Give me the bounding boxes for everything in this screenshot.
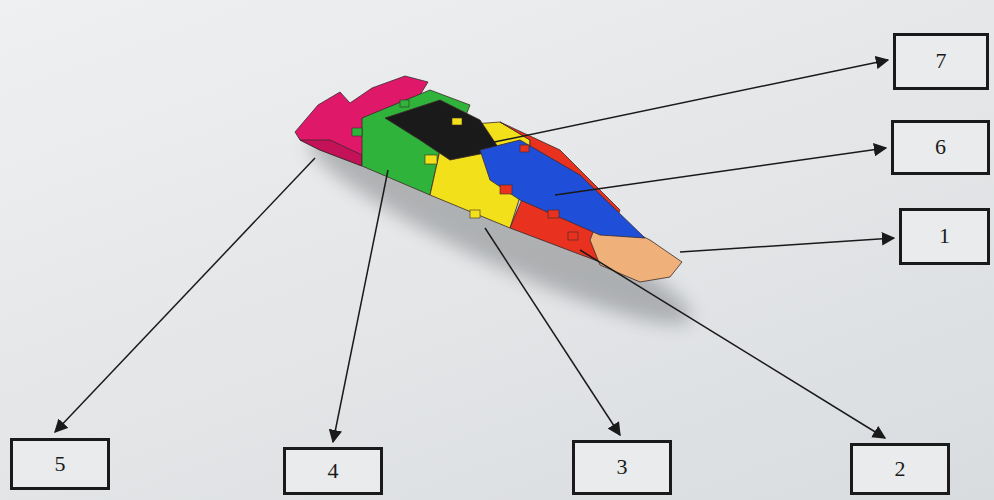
callout-number: 5 — [55, 452, 66, 476]
callout-box: 7 — [893, 33, 989, 90]
callout-box: 1 — [899, 208, 990, 265]
callout-box: 2 — [850, 443, 950, 495]
callout-number: 6 — [935, 135, 946, 159]
boat-hull — [295, 76, 682, 282]
leader-lines — [55, 60, 894, 442]
callout-box: 3 — [572, 440, 672, 495]
callout-number: 1 — [939, 224, 950, 248]
callout-number: 3 — [617, 455, 628, 479]
callout-number: 4 — [328, 459, 339, 483]
callout-box: 4 — [283, 447, 383, 495]
callout-number: 7 — [936, 49, 947, 73]
callout-number: 2 — [895, 457, 906, 481]
callout-box: 6 — [891, 120, 990, 175]
callout-box: 5 — [10, 438, 110, 490]
boat-tabs — [352, 100, 578, 240]
